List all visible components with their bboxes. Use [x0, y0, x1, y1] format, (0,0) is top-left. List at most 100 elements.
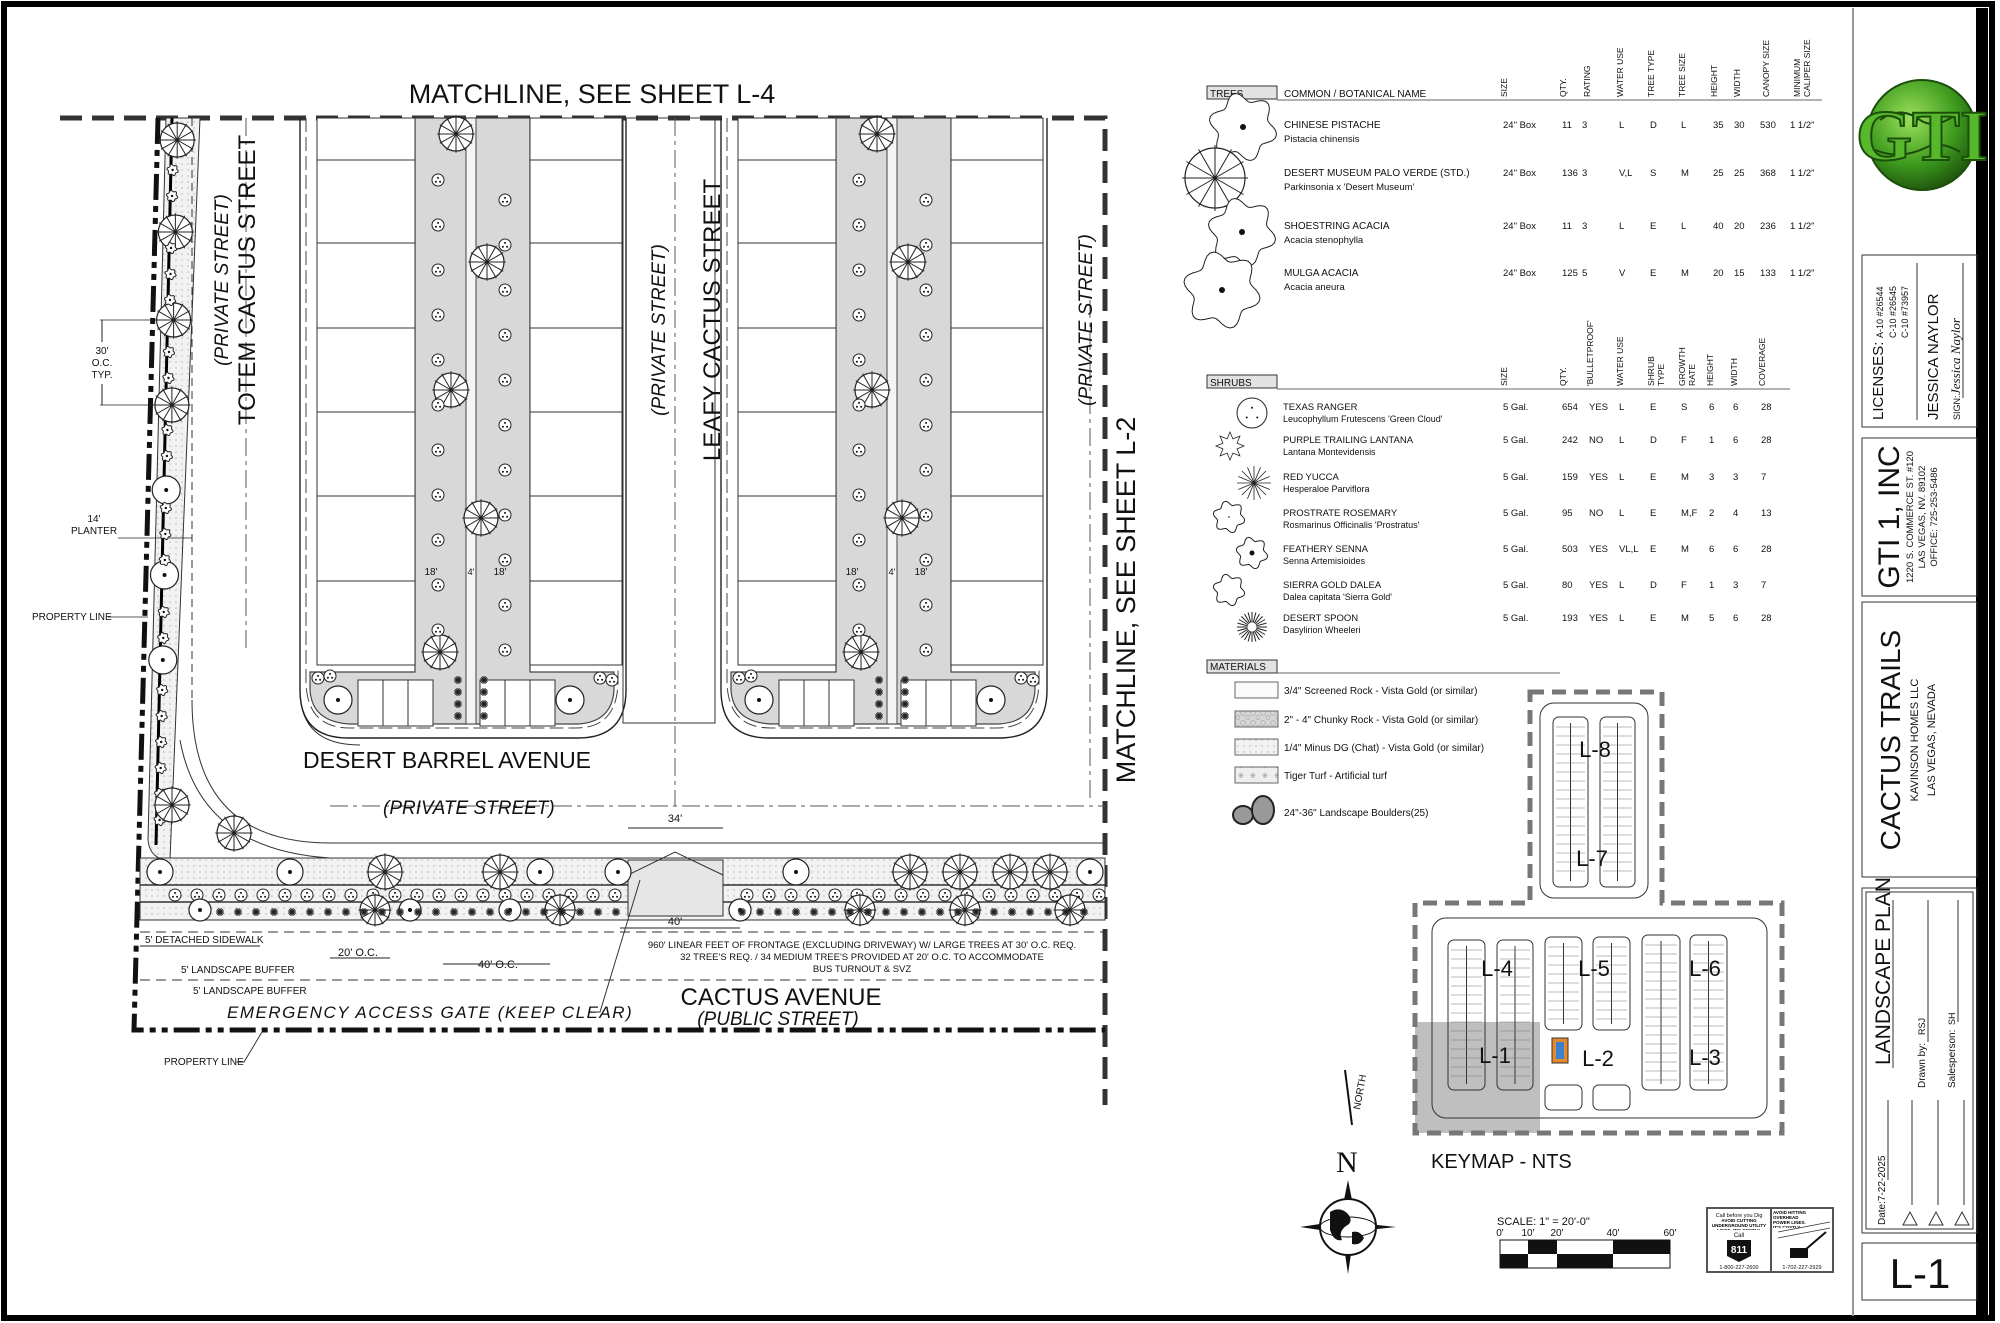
materials-section-tab — [1206, 659, 1278, 674]
texas-ranger-shrub-icon — [852, 173, 866, 187]
shrubs-column-header: SIZE — [1499, 367, 1509, 386]
texas-ranger-shrub-icon — [828, 888, 842, 902]
lot-block: 18'4'18' — [299, 115, 627, 739]
call811-text: AVOID CUTTING UNDERGROUND UTILITY LINES.… — [1711, 1218, 1767, 1230]
shrubs-section-label: SHRUBS — [1210, 378, 1252, 389]
keymap-amenity — [1544, 1084, 1583, 1111]
red-yucca-shrub-icon — [875, 700, 883, 708]
feathery-senna-shrub-icon — [161, 423, 174, 437]
shrub-water-cell: L — [1619, 472, 1624, 483]
globe-compass-icon — [1300, 1180, 1396, 1274]
shrub-qty-cell: 503 — [1562, 544, 1578, 555]
mulga-acacia-tree-icon — [555, 685, 585, 715]
keymap-label-l8[interactable]: L-8 — [1579, 737, 1611, 762]
texas-ranger-shrub-icon — [919, 373, 933, 387]
shrub-type-cell: D — [1650, 435, 1657, 446]
red-yucca-shrub-icon — [1026, 908, 1034, 916]
shrub-common-name: SIERRA GOLD DALEA — [1283, 580, 1382, 591]
shrub-height-cell: 2 — [1709, 508, 1714, 519]
mulga-acacia-tree-icon — [146, 858, 174, 886]
residential-lot — [316, 327, 416, 413]
date-value: 7-22-2025 — [1877, 1155, 1888, 1201]
red-yucca-shrub-icon — [540, 908, 548, 916]
keymap-lot-group — [1552, 716, 1589, 888]
texas-ranger-shrub-icon — [784, 888, 798, 902]
red-yucca-shrub-icon — [954, 908, 962, 916]
red-yucca-shrub-icon — [756, 908, 764, 916]
shrub-width-cell: 3 — [1733, 580, 1738, 591]
palo-verde-tree-icon — [215, 814, 253, 852]
shrub-growth-cell: M — [1681, 613, 1689, 624]
keymap-label-l3[interactable]: L-3 — [1689, 1045, 1721, 1070]
dim-20-oc: 20' O.C. — [338, 947, 378, 959]
red-yucca-shrub-icon — [864, 908, 872, 916]
keymap-label-l5[interactable]: L-5 — [1578, 956, 1610, 981]
trees-column-header: CANOPY SIZE — [1761, 40, 1771, 97]
texas-ranger-shrub-icon — [919, 508, 933, 522]
shrub-coverage-cell: 7 — [1761, 472, 1766, 483]
keymap-label-l7[interactable]: L-7 — [1576, 846, 1608, 871]
walkway — [465, 117, 477, 725]
keymap-label-l2[interactable]: L-2 — [1582, 1046, 1614, 1071]
boulders-icon — [1232, 795, 1275, 825]
shrub-bulletproof-cell: NO — [1589, 508, 1603, 519]
texas-ranger-shrub-icon — [852, 218, 866, 232]
red-yucca-shrub-icon — [1044, 908, 1052, 916]
totem-street-type: (PRIVATE STREET) — [212, 194, 233, 366]
tree-rating-cell: 3 — [1582, 120, 1587, 131]
red-yucca-shrub-icon — [486, 908, 494, 916]
keymap-lot-group — [1641, 934, 1681, 1091]
tree-symbols — [1182, 92, 1278, 329]
shrub-qty-cell: 95 — [1562, 508, 1573, 519]
tree-caliper-cell: 1 1/2" — [1790, 221, 1815, 232]
tree-rating-cell: 5 — [1582, 268, 1587, 279]
palo-verde-tree-icon — [481, 853, 519, 891]
shrub-bulletproof-cell: YES — [1589, 580, 1608, 591]
feathery-senna-shrub-icon — [159, 527, 172, 541]
tree-common-name: CHINESE PISTACHE — [1284, 120, 1381, 131]
shrubs-column-header: HEIGHT — [1705, 354, 1715, 386]
keymap-lot-group — [1544, 936, 1583, 1031]
tree-botanical-name: Parkinsonia x 'Desert Museum' — [1284, 182, 1415, 193]
residential-lot — [529, 495, 623, 582]
texas-ranger-shrub-icon — [498, 553, 512, 567]
red-yucca-shrub-icon — [612, 908, 620, 916]
east-street-type: (PRIVATE STREET) — [1076, 234, 1097, 406]
keymap-label-l4[interactable]: L-4 — [1481, 956, 1513, 981]
red-yucca-shrub-icon — [594, 908, 602, 916]
shrub-bulletproof-cell: NO — [1589, 435, 1603, 446]
residential-lot — [529, 117, 623, 161]
keymap-label-l6[interactable]: L-6 — [1689, 956, 1721, 981]
scale-tick-label: 0' — [1496, 1228, 1504, 1239]
keymap-lot-group — [1689, 934, 1728, 1091]
dim-18: 18' — [914, 567, 927, 578]
residential-lot — [737, 242, 837, 329]
palo-verde-tree-icon — [153, 386, 191, 424]
mulga-acacia-tree-icon — [276, 858, 304, 886]
shrub-coverage-cell: 28 — [1761, 402, 1772, 413]
keymap-label-l1[interactable]: L-1 — [1479, 1043, 1511, 1068]
mulga-acacia-tree-icon — [149, 560, 180, 590]
tree-botanical-name: Acacia stenophylla — [1284, 235, 1364, 246]
residential-lot — [950, 117, 1044, 161]
texas-ranger-shrub-icon — [431, 533, 445, 547]
palo-verde-tree-icon — [153, 786, 191, 824]
texas-ranger-shrub-icon — [1092, 888, 1106, 902]
frontage-note-3: BUS TURNOUT & SVZ — [813, 964, 912, 975]
red-yucca-shrub-icon — [360, 908, 368, 916]
shrubs-column-header: 'BULLETPROOF' — [1585, 320, 1595, 386]
dim-4: 4' — [889, 567, 896, 577]
keymap-lot-group — [1592, 936, 1631, 1031]
red-yucca-shrub-icon — [454, 688, 462, 696]
north-letter: N — [1336, 1146, 1358, 1179]
shrub-growth-cell: S — [1681, 402, 1687, 413]
palo-verde-tree-icon — [948, 893, 982, 927]
red-yucca-shrub-icon — [936, 908, 944, 916]
shrub-water-cell: L — [1619, 580, 1624, 591]
frontage-note-1: 960' LINEAR FEET OF FRONTAGE (EXCLUDING … — [648, 940, 1076, 951]
tree-height-cell: 20 — [1713, 268, 1724, 279]
mulga-acacia-tree-icon — [744, 685, 774, 715]
